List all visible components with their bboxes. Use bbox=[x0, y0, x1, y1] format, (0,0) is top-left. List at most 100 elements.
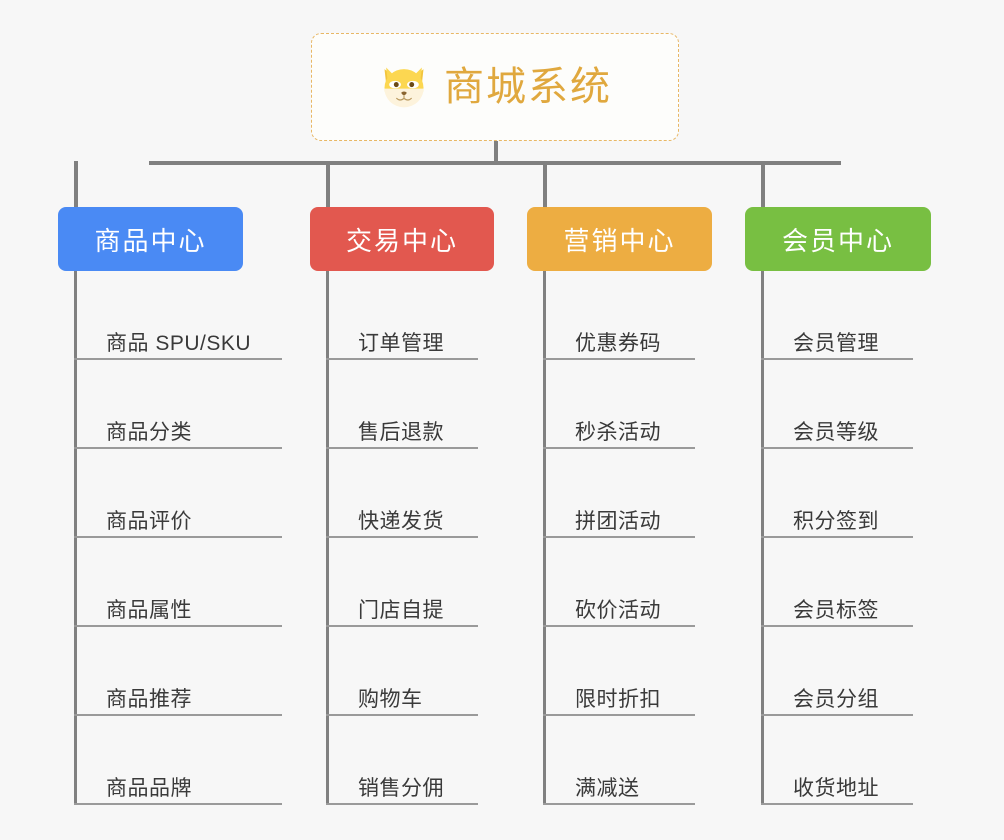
leaf-item[interactable]: 商品品牌 bbox=[74, 716, 282, 805]
category-label: 交易中心 bbox=[345, 225, 458, 256]
leaf-item[interactable]: 收货地址 bbox=[761, 716, 913, 805]
leaf-item-label: 限时折扣 bbox=[575, 687, 661, 711]
leaf-item-label: 收货地址 bbox=[793, 776, 879, 800]
leaf-item-label: 会员等级 bbox=[793, 420, 879, 444]
leaf-item-label: 售后退款 bbox=[358, 420, 444, 444]
leaf-item[interactable]: 会员管理 bbox=[761, 271, 913, 360]
leaf-item-label: 商品 SPU/SKU bbox=[106, 331, 252, 355]
connector-spine-2 bbox=[326, 271, 329, 805]
leaf-item-label: 快递发货 bbox=[358, 509, 444, 533]
connector-horizontal-bus bbox=[149, 161, 841, 165]
leaf-item-underline bbox=[326, 358, 478, 360]
leaf-item-underline bbox=[326, 625, 478, 627]
connector-root-stem bbox=[494, 141, 498, 164]
leaf-item-label: 销售分佣 bbox=[358, 776, 444, 800]
leaf-item-underline bbox=[761, 625, 913, 627]
leaf-item-label: 满减送 bbox=[575, 776, 640, 800]
branch-1: 商品中心 bbox=[58, 207, 243, 271]
category-label: 会员中心 bbox=[781, 225, 894, 256]
leaf-item[interactable]: 商品 SPU/SKU bbox=[74, 271, 282, 360]
leaf-item-label: 会员分组 bbox=[793, 687, 879, 711]
connector-spine-1 bbox=[74, 271, 77, 805]
leaf-item-label: 订单管理 bbox=[358, 331, 444, 355]
leaf-item-label: 商品品牌 bbox=[106, 776, 192, 800]
leaf-item[interactable]: 商品推荐 bbox=[74, 627, 282, 716]
leaf-item[interactable]: 会员分组 bbox=[761, 627, 913, 716]
leaf-item-label: 会员标签 bbox=[793, 598, 879, 622]
leaf-item[interactable]: 秒杀活动 bbox=[543, 360, 695, 449]
leaf-item-underline bbox=[326, 447, 478, 449]
leaf-item-underline bbox=[543, 803, 695, 805]
branch-3: 营销中心 bbox=[527, 207, 712, 271]
leaf-item-underline bbox=[761, 803, 913, 805]
leaf-item[interactable]: 门店自提 bbox=[326, 538, 478, 627]
leaf-item-underline bbox=[761, 536, 913, 538]
leaf-item-underline bbox=[543, 625, 695, 627]
root-title: 商城系统 bbox=[444, 65, 612, 109]
leaf-list-会员中心: 会员管理会员等级积分签到会员标签会员分组收货地址 bbox=[761, 271, 913, 805]
leaf-item-underline bbox=[74, 625, 282, 627]
leaf-item-label: 拼团活动 bbox=[575, 509, 661, 533]
leaf-item[interactable]: 订单管理 bbox=[326, 271, 478, 360]
leaf-item-label: 商品分类 bbox=[106, 420, 192, 444]
leaf-item-underline bbox=[543, 536, 695, 538]
leaf-item-underline bbox=[543, 358, 695, 360]
leaf-item[interactable]: 满减送 bbox=[543, 716, 695, 805]
leaf-item[interactable]: 商品评价 bbox=[74, 449, 282, 538]
leaf-item-label: 购物车 bbox=[358, 687, 423, 711]
leaf-item-underline bbox=[326, 803, 478, 805]
leaf-item-label: 商品属性 bbox=[106, 598, 192, 622]
leaf-list-商品中心: 商品 SPU/SKU 商品分类商品评价商品属性商品推荐商品品牌 bbox=[74, 271, 282, 805]
leaf-item-label: 商品推荐 bbox=[106, 687, 192, 711]
leaf-item-underline bbox=[74, 358, 282, 360]
leaf-item-underline bbox=[74, 803, 282, 805]
leaf-item-underline bbox=[761, 358, 913, 360]
branch-4: 会员中心 bbox=[745, 207, 931, 271]
leaf-item-underline bbox=[74, 447, 282, 449]
category-box-交易中心[interactable]: 交易中心 bbox=[310, 207, 494, 271]
shiba-dog-emoji bbox=[384, 67, 424, 108]
leaf-item-label: 商品评价 bbox=[106, 509, 192, 533]
leaf-item[interactable]: 会员等级 bbox=[761, 360, 913, 449]
leaf-item[interactable]: 快递发货 bbox=[326, 449, 478, 538]
leaf-item[interactable]: 商品分类 bbox=[74, 360, 282, 449]
leaf-item[interactable]: 销售分佣 bbox=[326, 716, 478, 805]
leaf-item-label: 会员管理 bbox=[793, 331, 879, 355]
leaf-item[interactable]: 商品属性 bbox=[74, 538, 282, 627]
leaf-item-underline bbox=[326, 714, 478, 716]
root-node[interactable]: 商城系统 bbox=[311, 33, 679, 141]
category-box-营销中心[interactable]: 营销中心 bbox=[527, 207, 712, 271]
leaf-item[interactable]: 积分签到 bbox=[761, 449, 913, 538]
leaf-item-label: 秒杀活动 bbox=[575, 420, 661, 444]
leaf-item-underline bbox=[326, 536, 478, 538]
connector-drop-1 bbox=[74, 161, 78, 207]
category-box-商品中心[interactable]: 商品中心 bbox=[58, 207, 243, 271]
leaf-list-营销中心: 优惠券码秒杀活动拼团活动砍价活动限时折扣满减送 bbox=[543, 271, 695, 805]
connector-drop-2 bbox=[326, 161, 330, 207]
leaf-item[interactable]: 限时折扣 bbox=[543, 627, 695, 716]
leaf-item-underline bbox=[761, 447, 913, 449]
connector-spine-3 bbox=[543, 271, 546, 805]
category-label: 商品中心 bbox=[94, 225, 207, 256]
category-label: 营销中心 bbox=[563, 225, 676, 256]
leaf-item-underline bbox=[761, 714, 913, 716]
connector-spine-4 bbox=[761, 271, 764, 805]
leaf-item[interactable]: 优惠券码 bbox=[543, 271, 695, 360]
leaf-item[interactable]: 购物车 bbox=[326, 627, 478, 716]
branch-2: 交易中心 bbox=[310, 207, 494, 271]
leaf-item[interactable]: 会员标签 bbox=[761, 538, 913, 627]
leaf-list-交易中心: 订单管理售后退款快递发货门店自提购物车销售分佣 bbox=[326, 271, 478, 805]
leaf-item-label: 门店自提 bbox=[358, 598, 444, 622]
leaf-item-underline bbox=[543, 447, 695, 449]
leaf-item-label: 积分签到 bbox=[793, 509, 879, 533]
leaf-item-label: 优惠券码 bbox=[575, 331, 661, 355]
category-box-会员中心[interactable]: 会员中心 bbox=[745, 207, 931, 271]
leaf-item[interactable]: 售后退款 bbox=[326, 360, 478, 449]
connector-drop-4 bbox=[761, 161, 765, 207]
connector-drop-3 bbox=[543, 161, 547, 207]
leaf-item-underline bbox=[74, 536, 282, 538]
leaf-item-label: 砍价活动 bbox=[575, 598, 661, 622]
leaf-item[interactable]: 拼团活动 bbox=[543, 449, 695, 538]
leaf-item[interactable]: 砍价活动 bbox=[543, 538, 695, 627]
